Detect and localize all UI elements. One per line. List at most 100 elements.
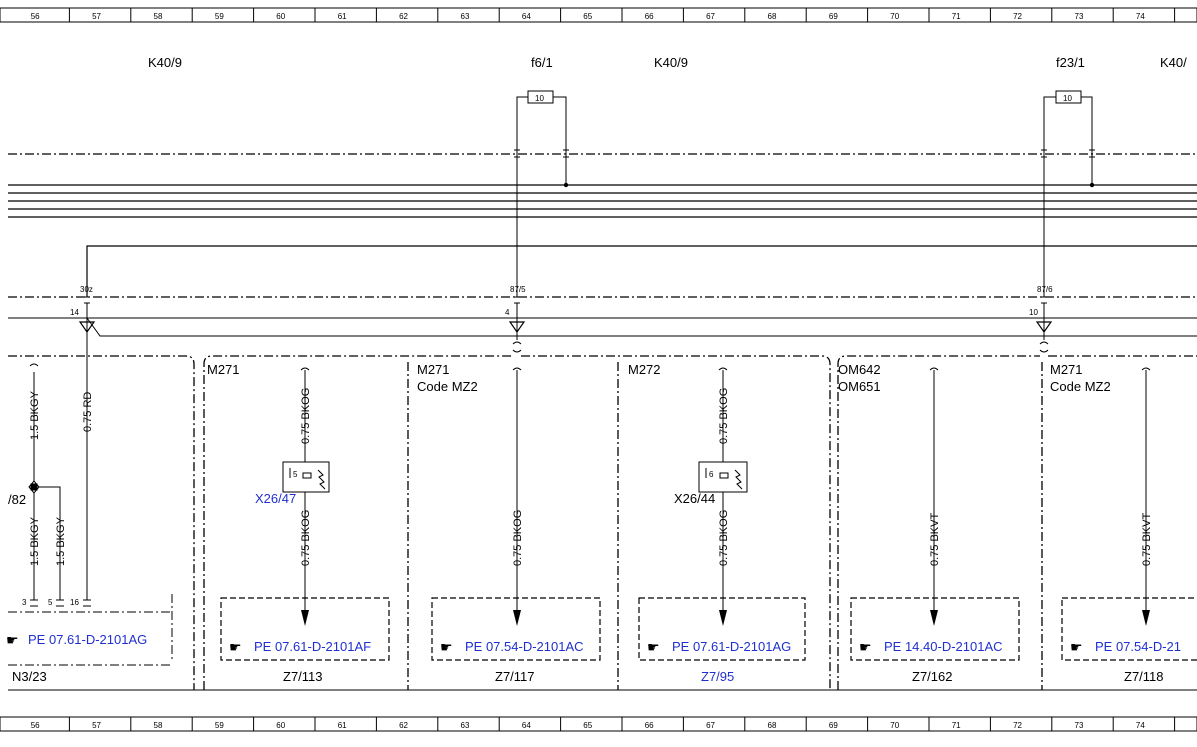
hand-pointer-icon: ☛ — [440, 639, 453, 655]
component-n3-23: N3/23 — [12, 669, 47, 684]
grid-column-label: 63 — [461, 721, 470, 730]
section-engine-label: M271 — [417, 362, 450, 377]
connector-x26-47-pin: 5 — [293, 470, 298, 479]
grid-column-label: 63 — [461, 12, 470, 21]
connector-x26-44 — [698, 461, 748, 493]
arrow-down-icon — [930, 610, 938, 626]
ref-pe-07-61-d-2101ag-left[interactable]: PE 07.61-D-2101AG — [28, 632, 147, 647]
reference-link[interactable]: PE 07.54-D-21 — [1095, 639, 1181, 654]
grid-column-label: 64 — [522, 721, 531, 730]
reference-box — [220, 597, 390, 661]
grid-column-label: 67 — [706, 12, 715, 21]
reference-box — [1061, 597, 1197, 661]
plug-mark — [1141, 367, 1151, 371]
component-label[interactable]: Z7/95 — [701, 669, 734, 684]
component-label: Z7/113 — [283, 669, 323, 684]
connector-x26-44-label: X26/44 — [674, 491, 715, 506]
pin-87-5: 87/5 — [510, 285, 526, 294]
reference-link[interactable]: PE 07.54-D-2101AC — [465, 639, 584, 654]
wire-30z-supply — [86, 245, 1197, 297]
grid-column-label: 62 — [399, 721, 408, 730]
hand-pointer-icon: ☛ — [229, 639, 242, 655]
grid-column-label: 72 — [1013, 12, 1022, 21]
wire-label: 0.75 BKOG — [718, 510, 730, 566]
reference-link[interactable]: PE 07.61-D-2101AF — [254, 639, 371, 654]
pin-30z: 30z — [80, 285, 93, 294]
hand-pointer-icon: ☛ — [6, 632, 19, 648]
plug-mark — [512, 367, 522, 371]
wire-0-75-rd: 0.75 RD — [82, 392, 94, 432]
pin-3: 3 — [22, 598, 27, 607]
grid-column-label: 64 — [522, 12, 531, 21]
grid-column-label: 72 — [1013, 721, 1022, 730]
grid-column-label: 70 — [890, 12, 899, 21]
reference-link[interactable]: PE 14.40-D-2101AC — [884, 639, 1003, 654]
connector-ticks-upper — [514, 149, 1095, 158]
hand-pointer-icon: ☛ — [859, 639, 872, 655]
label-f23-1: f23/1 — [1056, 55, 1085, 70]
fuse-wires — [516, 150, 1093, 297]
grid-column-label: 58 — [154, 721, 163, 730]
wire-1-5-bkgy-top: 1.5 BKGY — [29, 390, 41, 440]
grid-column-label: 61 — [338, 12, 347, 21]
section-engine-label-2: OM651 — [838, 379, 881, 394]
wire-label: 0.75 BKOG — [718, 388, 730, 444]
grid-column-label: 70 — [890, 721, 899, 730]
connector-x26-47-label[interactable]: X26/47 — [255, 491, 296, 506]
connector-x26-44-pin: 6 — [709, 470, 714, 479]
reference-link-left[interactable]: ☛ PE 07.61-D-2101AG — [6, 632, 147, 648]
grid-column-label: 57 — [92, 721, 101, 730]
grid-column-label: 69 — [829, 12, 838, 21]
fuse-f23-1 — [1043, 90, 1093, 150]
reference-link[interactable]: PE 07.61-D-2101AG — [672, 639, 791, 654]
grid-column-label: 56 — [31, 721, 40, 730]
grid-column-label: 73 — [1075, 12, 1084, 21]
section-engine-label: OM642 — [838, 362, 881, 377]
reference-box — [638, 597, 806, 661]
grid-column-label: 69 — [829, 721, 838, 730]
reference-box — [850, 597, 1020, 661]
plug-mark — [300, 367, 310, 371]
wire-1-5-bkgy-left-2: 1.5 BKGY — [55, 516, 67, 566]
pin-87-6: 87/6 — [1037, 285, 1053, 294]
wire-1-5-bkgy-left-1: 1.5 BKGY — [29, 516, 41, 566]
junction-dots — [563, 182, 1095, 188]
arrow-down-icon — [719, 610, 727, 626]
grid-column-label: 65 — [583, 12, 592, 21]
grid-column-label: 57 — [92, 12, 101, 21]
grid-column-label: 62 — [399, 12, 408, 21]
label-k40-9-mid: K40/9 — [654, 55, 688, 70]
wire-label: 0.75 BKVT — [1141, 513, 1153, 566]
pin-16: 16 — [70, 598, 79, 607]
signal-lines — [8, 303, 1197, 600]
grid-column-label: 66 — [645, 12, 654, 21]
connector-ticks-lower — [84, 296, 1047, 304]
grid-column-label: 73 — [1075, 721, 1084, 730]
grid-column-label: 65 — [583, 721, 592, 730]
fuse-f23-1-rating: 10 — [1063, 94, 1072, 103]
grid-column-label: 56 — [31, 12, 40, 21]
splice-symbols — [78, 321, 1053, 334]
section-engine-label-2: Code MZ2 — [417, 379, 478, 394]
grid-column-label: 67 — [706, 721, 715, 730]
grid-column-label: 68 — [768, 721, 777, 730]
wire-label: 0.75 BKOG — [512, 510, 524, 566]
section-engine-label: M272 — [628, 362, 661, 377]
plug-separators — [512, 341, 1049, 353]
grid-column-label: 66 — [645, 721, 654, 730]
arrow-down-icon — [513, 610, 521, 626]
wire-label: 0.75 BKOG — [300, 388, 312, 444]
grid-column-label: 58 — [154, 12, 163, 21]
grid-column-label: 60 — [276, 12, 285, 21]
wire-label: 0.75 BKOG — [300, 510, 312, 566]
pin-4: 4 — [505, 308, 510, 317]
plug-mark — [929, 367, 939, 371]
component-label: Z7/118 — [1124, 669, 1164, 684]
grid-column-label: 71 — [952, 721, 961, 730]
